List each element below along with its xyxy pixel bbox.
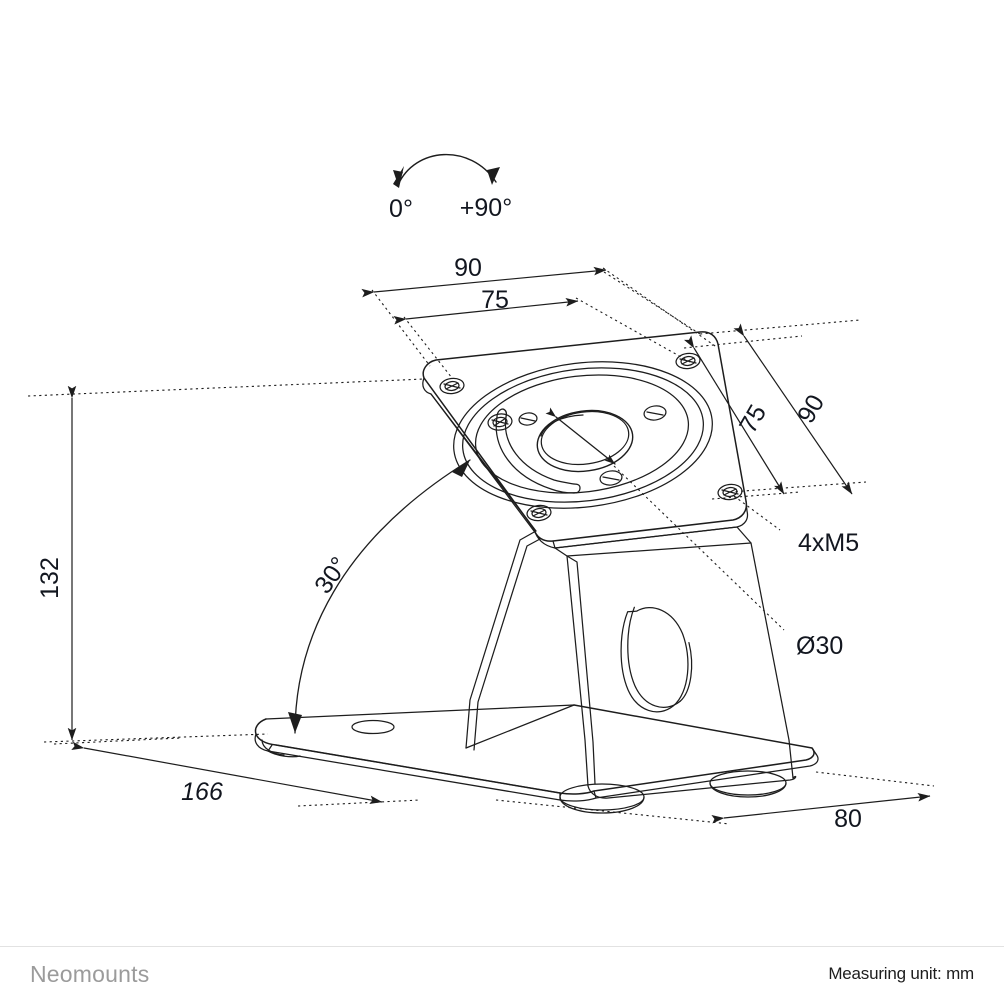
- inner-screw-left: [487, 413, 513, 431]
- vesa-rotation-slot-inner: [504, 416, 575, 485]
- vesa-plate-top-face: [422, 331, 748, 542]
- vesa-plate-right-tick: [745, 500, 748, 512]
- vesa-rotation-slot-outer: [495, 416, 575, 494]
- dim-label-166: 166: [181, 778, 223, 806]
- vesa-plate-left-edge: [422, 377, 541, 540]
- vesa-recess-outer-inner: [462, 367, 704, 503]
- rotation-arrow-right: [487, 167, 500, 185]
- column-right-edge: [736, 526, 794, 779]
- dim-label-90-right: 90: [792, 390, 830, 428]
- extension-lines-top: [371, 267, 719, 379]
- foot-front-body: [559, 796, 645, 814]
- vesa-plate-corner-tick: [552, 540, 556, 549]
- foot-right-ellipse: [709, 770, 787, 796]
- base-plate-top-left-edge: [465, 704, 575, 749]
- measuring-unit-note: Measuring unit: mm: [828, 964, 974, 983]
- dim-80: [495, 771, 935, 825]
- column-top-edge-inner: [566, 542, 752, 557]
- column-front-left-inner: [566, 555, 596, 785]
- tilt-angle-group: [288, 459, 471, 734]
- vesa-screw-holes: [439, 352, 743, 522]
- dimension-labels: 90 75 75 90 132 166 80 4xM5 Ø30 30° 0° +…: [36, 194, 862, 833]
- base-plate-top: [254, 704, 815, 795]
- cable-cutout: [620, 606, 693, 713]
- base-plate-front-inner: [275, 744, 561, 794]
- dim-label-75-top: 75: [481, 286, 509, 314]
- dim-166: [53, 737, 421, 807]
- diameter-arrow: [545, 407, 616, 465]
- footer-bar: Neomounts Measuring unit: mm: [0, 946, 1004, 1004]
- screw-hole-top-right: [675, 352, 701, 370]
- vesa-plate-left-edge-inner: [430, 393, 537, 532]
- inner-screws: [487, 405, 667, 486]
- dim-label-132: 132: [36, 557, 64, 599]
- dim-90-right: [733, 323, 853, 495]
- base-edge-tick2: [811, 747, 817, 755]
- brand-logo-text: Neomounts: [30, 961, 150, 987]
- column-left-edge-outer: [465, 530, 537, 749]
- rotation-label-0: 0°: [389, 195, 413, 223]
- dim-label-80: 80: [834, 805, 862, 833]
- cable-cutout-rim: [627, 606, 681, 708]
- rotation-arc-group: [393, 153, 500, 188]
- tilt-arrow-top: [452, 460, 470, 477]
- cable-cutout-rim2: [679, 641, 693, 702]
- tilt-arrow-bottom: [288, 712, 302, 733]
- column-front-left: [554, 547, 589, 787]
- column-top-edge: [554, 526, 738, 549]
- screw-hole-top-left: [439, 377, 465, 395]
- tilt-arc: [294, 459, 471, 734]
- rotation-arrow-left-b: [393, 166, 404, 188]
- dim-132: [27, 378, 425, 743]
- dim-75-top: [393, 297, 579, 325]
- vesa-recess-outer: [453, 361, 713, 509]
- stand-column-group: [465, 526, 797, 799]
- center-hole-outer: [536, 409, 634, 473]
- column-left-edge-inner: [473, 538, 541, 751]
- dim-90-top: [361, 266, 607, 298]
- base-plate-group: [254, 704, 819, 814]
- extension-lines-right: [683, 319, 867, 500]
- base-plate-top-inner-edge: [276, 745, 466, 748]
- leader-d30: [613, 465, 785, 631]
- callout-label-d30: Ø30: [796, 632, 843, 660]
- base-foot-joint-b: [593, 790, 597, 799]
- base-plate-thickness: [254, 733, 819, 802]
- screw-hole-bottom-left: [526, 504, 552, 522]
- callout-label-tilt-30: 30°: [309, 552, 354, 599]
- vesa-rotation-slot-cap: [573, 483, 581, 494]
- base-plate-back-edge: [265, 704, 575, 720]
- rotation-arc: [397, 153, 497, 186]
- base-plate-hole: [351, 719, 395, 735]
- dim-label-75-right: 75: [734, 400, 772, 438]
- vesa-plate-group: [422, 331, 749, 549]
- inner-screw-bottom: [599, 470, 623, 486]
- leader-4xm5: [733, 495, 781, 531]
- dim-label-90-top: 90: [454, 254, 482, 282]
- callout-label-4xm5: 4xM5: [798, 529, 859, 557]
- rotation-label-90: +90°: [460, 194, 512, 222]
- vesa-rotation-slot-cap2: [496, 408, 507, 418]
- inner-screw-right: [643, 405, 667, 421]
- inner-screw-mid: [518, 412, 538, 426]
